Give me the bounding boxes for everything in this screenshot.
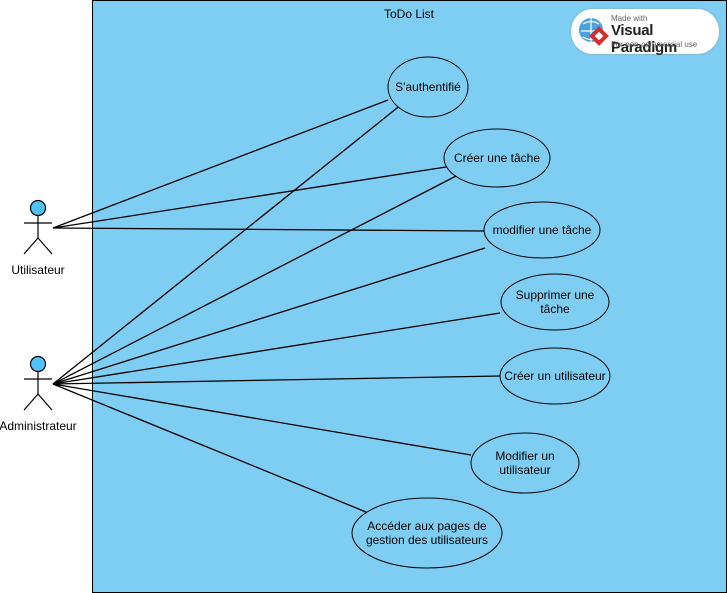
association-administrateur-modifier_tache (52, 247, 486, 385)
actor-utilisateur[interactable]: Utilisateur (11, 199, 65, 278)
usecase-label: modifier une tâche (493, 223, 592, 237)
association-administrateur-modifier_utilisateur (52, 383, 472, 456)
usecase-creer_tache[interactable]: Créer une tâche (443, 128, 551, 188)
association-utilisateur-auth (52, 99, 389, 229)
usecase-label: Créer un utilisateur (504, 369, 605, 383)
association-administrateur-creer_tache (52, 174, 459, 385)
visual-paradigm-logo-icon (579, 18, 609, 46)
usecase-label: utilisateur (499, 463, 550, 477)
actor-head (29, 355, 47, 373)
usecase-modifier_tache[interactable]: modifier une tâche (483, 201, 601, 259)
association-administrateur-supprimer_tache (52, 312, 501, 385)
actor-body (23, 371, 53, 411)
usecase-creer_utilisateur[interactable]: Créer un utilisateur (499, 347, 611, 405)
usecase-ellipse (351, 497, 503, 569)
watermark-brand: Visual Paradigm (611, 22, 677, 56)
actor-head (29, 199, 47, 217)
usecase-label: gestion des utilisateurs (366, 533, 488, 547)
usecase-label: Supprimer une (516, 288, 595, 302)
usecase-label: Créer une tâche (454, 151, 540, 165)
usecase-ellipse (499, 347, 611, 405)
usecase-label: S'authentifié (395, 80, 461, 94)
watermark-line3: For non-commercial use (611, 40, 698, 49)
association-utilisateur-creer_tache (52, 166, 447, 229)
actor-label: Utilisateur (11, 263, 64, 277)
association-administrateur-auth (52, 103, 403, 385)
actor-body (23, 215, 53, 255)
usecase-ellipse (483, 201, 601, 259)
association-administrateur-creer_utilisateur (52, 375, 501, 385)
actor-administrateur[interactable]: Administrateur (0, 355, 77, 434)
usecase-ellipse (470, 432, 580, 494)
association-utilisateur-modifier_tache (52, 227, 485, 232)
watermark-line1: Made with (611, 14, 648, 23)
usecase-ellipse (443, 128, 551, 188)
visual-paradigm-watermark: Made with Visual Paradigm For non-commer… (571, 9, 719, 56)
usecase-label: Accéder aux pages de (367, 519, 487, 533)
association-lines (52, 99, 501, 513)
usecase-label: tâche (540, 302, 570, 316)
usecase-auth[interactable]: S'authentifié (387, 56, 469, 118)
actor-label: Administrateur (0, 419, 77, 433)
usecase-ellipse (500, 273, 610, 331)
system-title: ToDo List (384, 7, 435, 21)
usecase-ellipse (387, 56, 469, 118)
usecase-label: Modifier un (495, 449, 554, 463)
association-administrateur-acceder_pages (52, 383, 367, 513)
